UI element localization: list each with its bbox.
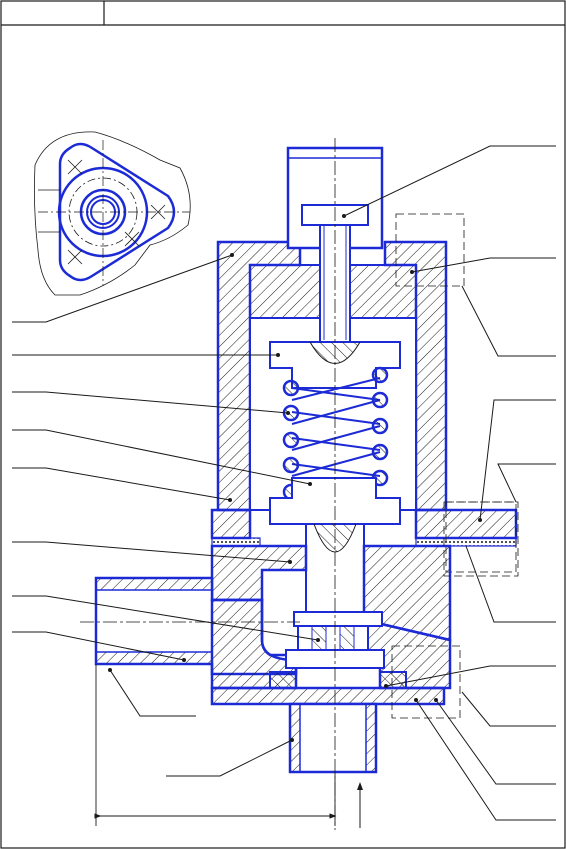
leader-right-9 [435, 699, 556, 785]
leader-left-9 [109, 669, 196, 717]
leader-right-6 [465, 545, 556, 623]
detail-outlines [391, 213, 519, 719]
leader-left-10 [166, 739, 293, 777]
dimension-line [94, 664, 337, 826]
outlet-pipe [288, 702, 378, 774]
center-lines [80, 138, 336, 830]
valve-guide [297, 625, 369, 651]
leader-left-8 [12, 631, 185, 661]
leader-right-8 [461, 691, 556, 727]
top-view-flange [58, 142, 176, 282]
body-left-wall [210, 544, 308, 602]
top-view-bolt-marks [67, 159, 166, 265]
right-bolt [445, 501, 517, 573]
body-section [94, 544, 452, 774]
leader-right-1 [343, 145, 556, 217]
top-view-break-outline [34, 131, 191, 296]
lock-nut [269, 671, 297, 689]
leader-left-3 [12, 391, 289, 414]
valve-disc [293, 611, 383, 627]
right-leaders [343, 145, 556, 821]
leader-left-1 [12, 254, 233, 323]
leader-right-10 [415, 699, 556, 821]
right-leader-dots [342, 214, 482, 702]
spring [291, 377, 381, 477]
leader-right-2 [411, 257, 556, 273]
left-leader-dots [108, 253, 320, 742]
bonnet-right-flange [414, 508, 518, 540]
leader-left-5 [12, 467, 231, 501]
bottom-flange [210, 686, 446, 706]
leader-left-7 [12, 595, 319, 641]
left-leaders [12, 254, 319, 777]
leader-right-3 [461, 285, 556, 357]
leader-right-5 [497, 463, 556, 503]
leader-right-7 [385, 665, 556, 687]
top-view [34, 131, 191, 296]
bonnet-top-wall [249, 264, 321, 319]
leader-left-6 [12, 541, 291, 563]
bonnet-section [216, 146, 448, 525]
bonnet-top-wall-right [349, 264, 417, 319]
bonnet-left-flange [210, 508, 252, 540]
leader-right-4 [479, 399, 556, 521]
leader-left-4 [12, 429, 311, 485]
